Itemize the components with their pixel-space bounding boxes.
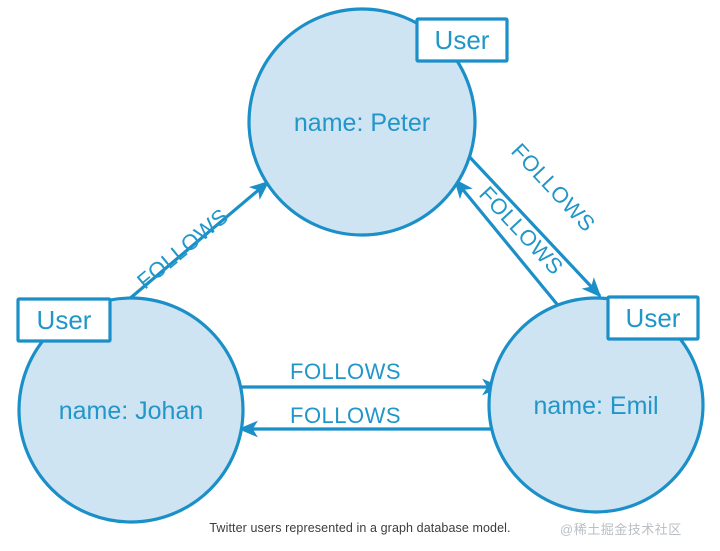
node-johan-property: name: Johan — [59, 397, 204, 425]
node-peter-label-box-rect — [415, 17, 509, 63]
node-emil-label-box-rect — [606, 295, 700, 341]
edge-johan-to-emil-label: FOLLOWS — [290, 359, 401, 384]
node-peter[interactable]: name: Peter — [247, 7, 477, 237]
node-johan[interactable]: name: Johan — [17, 296, 245, 524]
node-johan-label-box[interactable]: User — [16, 297, 112, 343]
edge-emil-to-johan[interactable]: FOLLOWS — [238, 403, 496, 438]
edge-johan-to-emil[interactable]: FOLLOWS — [236, 359, 502, 396]
node-emil-label-box-text: User — [626, 303, 681, 333]
node-peter-circle — [247, 7, 477, 237]
node-peter-label-box-text: User — [435, 25, 490, 55]
node-johan-circle — [17, 296, 245, 524]
edge-johan-to-peter-line — [126, 180, 270, 302]
node-johan-label-box-text: User — [37, 305, 92, 335]
diagram-caption: Twitter users represented in a graph dat… — [209, 521, 511, 535]
edge-emil-to-johan-label: FOLLOWS — [290, 403, 401, 428]
watermark: @稀土掘金技术社区 — [560, 522, 682, 537]
node-johan-label-box-rect — [16, 297, 112, 343]
edge-johan-to-peter-label: FOLLOWS — [132, 203, 233, 294]
edge-emil-to-peter-line — [453, 178, 572, 322]
node-peter-property: name: Peter — [294, 109, 430, 137]
node-emil[interactable]: name: Emil — [487, 296, 705, 514]
edge-johan-to-peter[interactable]: FOLLOWS — [126, 180, 270, 302]
node-emil-property: name: Emil — [533, 392, 658, 420]
node-emil-label-box[interactable]: User — [606, 295, 700, 341]
node-emil-circle — [487, 296, 705, 514]
edge-peter-to-emil-line — [462, 149, 602, 298]
node-peter-label-box[interactable]: User — [415, 17, 509, 63]
